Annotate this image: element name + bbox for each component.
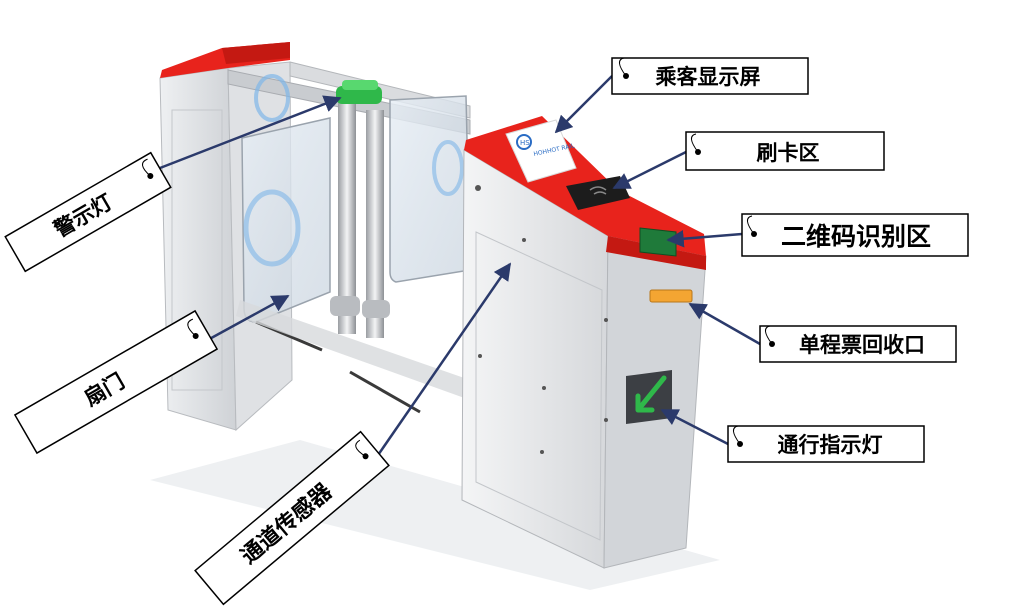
tag-pass-indicator: 通行指示灯 [727,425,925,463]
tag-qr-area: 二维码识别区 [741,213,969,257]
arrow-fan-gate [203,294,290,344]
floor-markings [236,300,470,414]
tag-ticket-recycle: 单程票回收口 [759,325,957,363]
warning-light [336,80,382,104]
arrow-pass-indicator [660,408,729,446]
label-pass-indicator: 通行指示灯 [778,433,883,457]
label-ticket-recycle: 单程票回收口 [799,333,925,357]
label-passenger-display: 乘客显示屏 [655,65,761,89]
arrow-qr-area [666,230,743,248]
logo-mark: HS [520,139,530,147]
arrow-ticket-recycle [688,302,761,346]
label-qr-area: 二维码识别区 [781,222,931,251]
arrow-channel-sensor [374,262,512,459]
tag-fan-gate: 扇门 [13,309,219,455]
right-cabinet [461,116,707,569]
center-posts [330,102,390,338]
label-card-area: 刷卡区 [757,141,820,165]
callout-arrows [159,75,761,459]
tag-passenger-display: 乘客显示屏 [611,57,809,95]
tag-card-area: 刷卡区 [685,131,885,171]
arrow-warning-light [159,95,342,170]
tag-warning-light: 警示灯 [4,151,172,273]
arrow-passenger-display [554,75,613,134]
arrow-card-area [612,150,687,190]
